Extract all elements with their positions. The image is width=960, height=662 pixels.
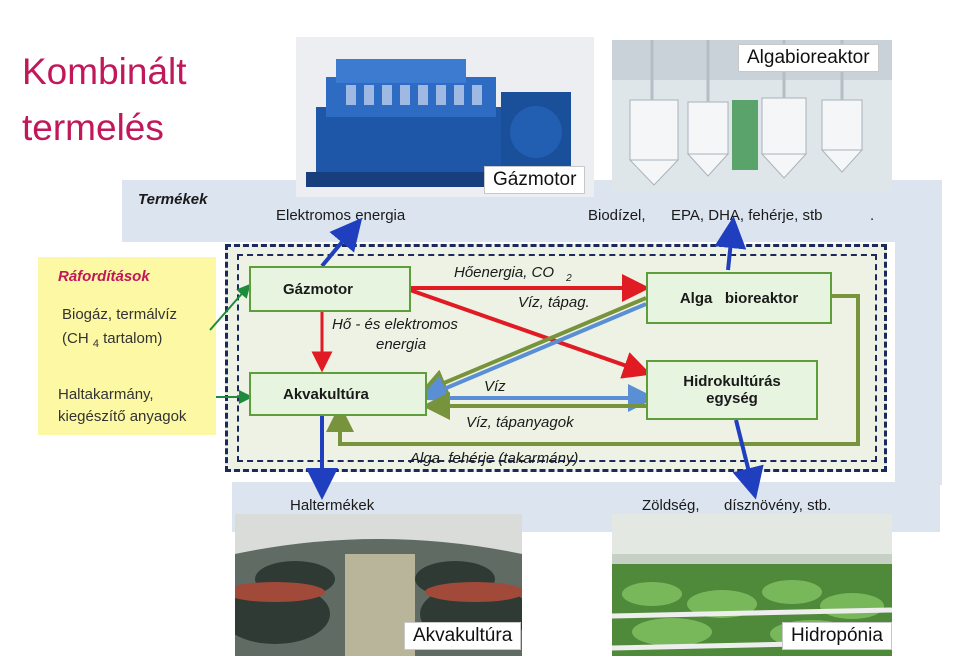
zoldseg-label: Zöldség,: [642, 497, 700, 514]
ho-elektromos-line2: energia: [376, 336, 427, 353]
hoenergia-sub: 2: [566, 273, 572, 284]
alga-bioreaktor-box-label: Alga bioreaktor: [679, 289, 799, 307]
feed-line2: kiegészítő anyagok: [58, 408, 187, 425]
viz-tapag-label: Víz, tápag.: [518, 294, 590, 311]
hoenergia-text: Hőenergia, CO: [454, 264, 555, 281]
products-label: Termékek: [138, 191, 208, 208]
feed-line1: Haltakarmány,: [58, 386, 154, 403]
viz-label: Víz: [484, 378, 506, 395]
alga-feherje-label: Alga fehérje (takarmány): [410, 450, 579, 467]
algabioreaktor-photo-caption: Algabioreaktor: [738, 44, 879, 72]
viz-tapanyagok-label: Víz, tápanyagok: [466, 414, 574, 431]
biogas-line2: (CH 4 tartalom): [62, 330, 162, 350]
biogas-sub: 4: [92, 338, 99, 350]
gazmotor-box: Gázmotor: [249, 266, 411, 312]
hidroponia-photo-caption: Hidropónia: [782, 622, 892, 650]
haltermekek-label: Haltermékek: [290, 497, 375, 514]
hidrokulturas-line2: egység: [706, 390, 758, 407]
akvakultura-box: Akvakultúra: [249, 372, 427, 416]
akvakultura-box-label: Akvakultúra: [283, 385, 369, 403]
biogas-line1: Biogáz, termálvíz: [62, 306, 178, 323]
alga-bioreaktor-box: Alga bioreaktor: [646, 272, 832, 324]
title-line-1: Kombinált: [22, 51, 187, 92]
hidrokulturas-box: Hidrokultúrás egység: [646, 360, 818, 420]
disznoveny-label: dísznövény, stb.: [724, 497, 832, 514]
ho-elektromos-line1: Hő - és elektromos: [332, 316, 458, 333]
epa-dot: .: [870, 207, 875, 224]
gazmotor-photo-caption: Gázmotor: [484, 166, 586, 194]
hoenergia-label: Hőenergia, CO 2: [454, 264, 572, 284]
gazmotor-box-label: Gázmotor: [283, 280, 354, 298]
title-line-2: termelés: [22, 107, 164, 148]
akvakultura-photo-caption: Akvakultúra: [404, 622, 522, 650]
blue-gas-engine-photo-icon: [296, 37, 594, 197]
aquaculture-photo: [235, 514, 522, 656]
epa-label: EPA, DHA, fehérje, stb: [671, 207, 823, 224]
electric-energy-label: Elektromos energia: [276, 207, 406, 224]
right-side-band: [895, 240, 942, 485]
biodiesel-label: Biodízel,: [588, 207, 646, 224]
inputs-panel: [38, 257, 216, 435]
biogas-line2-pre: (CH: [62, 330, 89, 347]
inputs-label: Ráfordítások: [58, 268, 150, 285]
biogas-line2-post: tartalom): [103, 330, 163, 347]
hidrokulturas-line1: Hidrokultúrás: [683, 373, 781, 390]
system-inner-boundary: [237, 254, 877, 462]
page-title: Kombinált termelés: [22, 44, 187, 156]
